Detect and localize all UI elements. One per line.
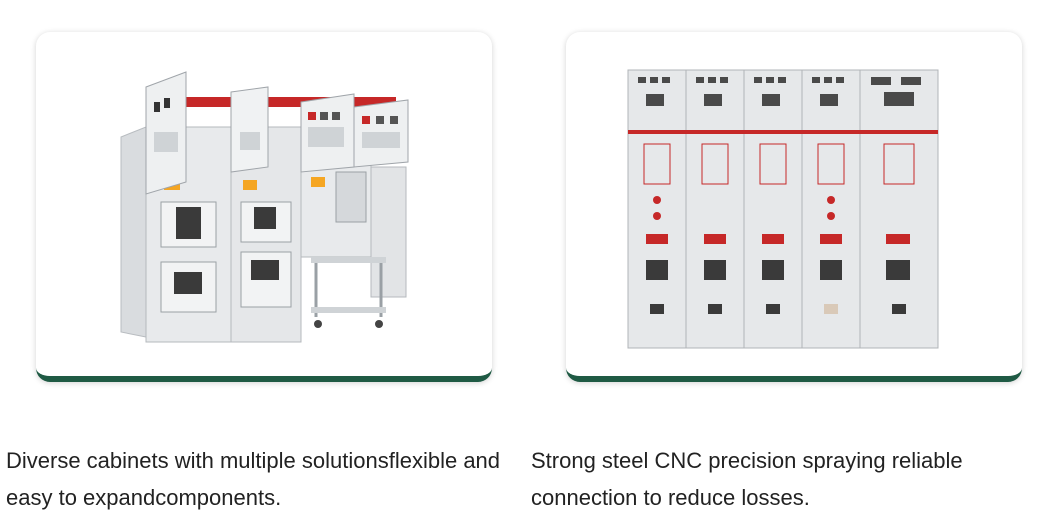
caption-diverse-cabinets: Diverse cabinets with multiple solutions… (6, 448, 501, 510)
caption-strong-steel: Strong steel CNC precision spraying reli… (531, 448, 963, 510)
switchgear-cabinets-open-icon (120, 71, 409, 343)
product-card-strong-steel (566, 32, 1022, 382)
product-card-diverse-cabinets (36, 32, 492, 382)
switchgear-panel-row-icon (627, 69, 939, 349)
